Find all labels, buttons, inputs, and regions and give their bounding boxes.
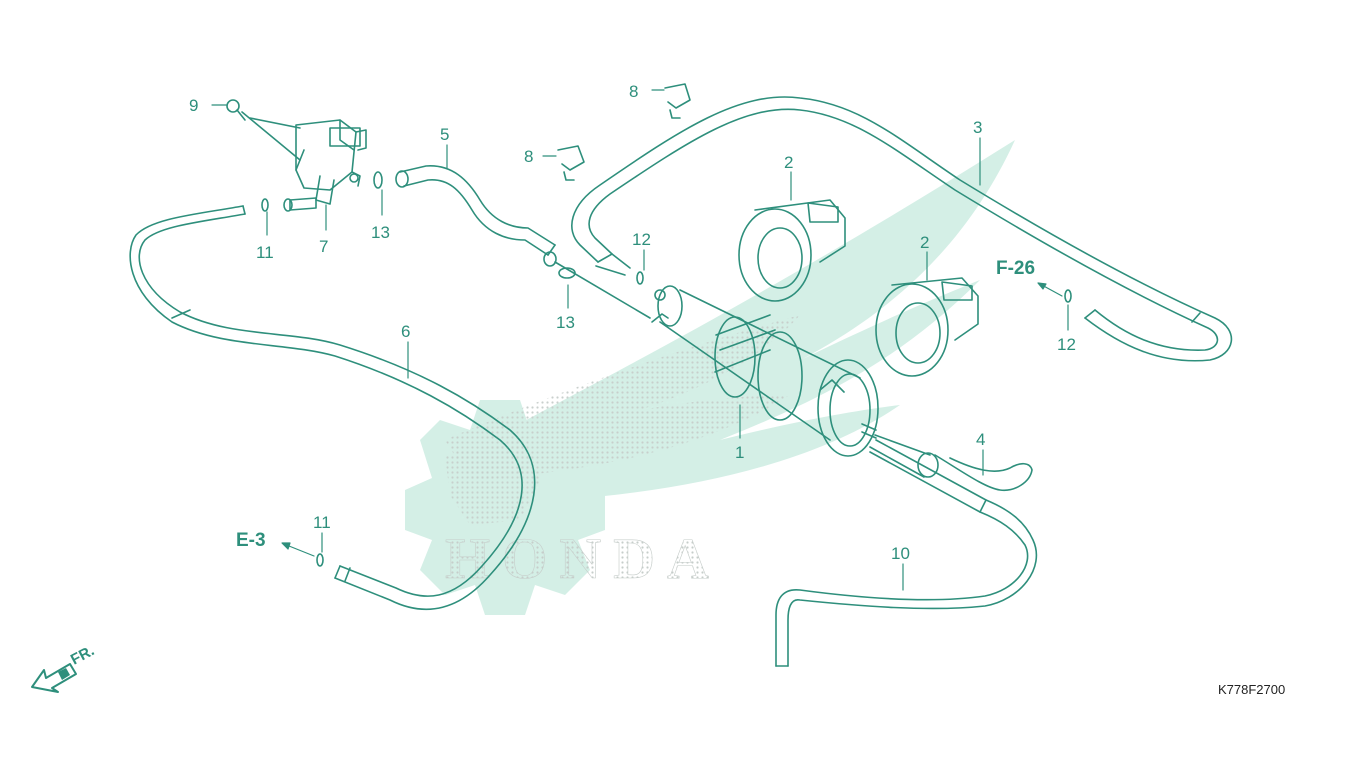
band-2-upper: [738, 199, 846, 302]
ref-f26[interactable]: F-26: [996, 258, 1035, 279]
watermark-dots-wing: [445, 315, 800, 480]
callout-12-right[interactable]: 12: [1057, 335, 1076, 354]
callout-4[interactable]: 4: [976, 430, 985, 449]
callout-8-upper[interactable]: 8: [629, 82, 638, 101]
diagram-code: K778F2700: [1218, 682, 1285, 697]
tube-4: [869, 434, 1033, 492]
callout-6[interactable]: 6: [401, 322, 410, 341]
callout-2-upper[interactable]: 2: [784, 153, 793, 172]
callout-13-lower[interactable]: 13: [556, 313, 575, 332]
front-arrow-icon: [31, 663, 77, 693]
clip-11-upper: [261, 198, 269, 212]
tube-5: [395, 165, 651, 319]
callout-13-upper[interactable]: 13: [371, 223, 390, 242]
watermark-brand-text: HONDA: [445, 526, 721, 591]
callout-11-lower[interactable]: 11: [313, 513, 331, 532]
band-2-lower: [875, 277, 979, 377]
screw-9: [226, 99, 246, 121]
clip-11-lower: [316, 553, 324, 567]
solenoid-valve-7: [241, 111, 367, 212]
callout-7[interactable]: 7: [319, 237, 328, 256]
ref-arrow-e3: [281, 542, 315, 557]
callout-9[interactable]: 9: [189, 96, 198, 115]
honda-watermark: HONDA: [405, 140, 1015, 615]
front-direction-arrow: FR.: [31, 642, 97, 693]
clip-8-upper: [664, 83, 691, 119]
tube-6: [129, 205, 536, 610]
tube-3: [571, 96, 1233, 362]
ref-e3[interactable]: E-3: [236, 530, 266, 551]
clip-12-upper: [636, 271, 644, 285]
clip-12-right: [1064, 289, 1072, 303]
clip-8-lower: [557, 145, 585, 181]
callout-5[interactable]: 5: [440, 125, 449, 144]
callout-11-upper[interactable]: 11: [256, 243, 274, 262]
tube-10: [775, 439, 1038, 667]
canister-1: [651, 285, 879, 457]
front-marker-label: FR.: [68, 642, 97, 668]
callout-2-lower[interactable]: 2: [920, 233, 929, 252]
callout-8-lower[interactable]: 8: [524, 147, 533, 166]
ref-arrow-f26: [1037, 282, 1063, 297]
callout-12-upper[interactable]: 12: [632, 230, 651, 249]
clip-13-upper: [373, 171, 383, 189]
clip-13-lower: [558, 267, 576, 279]
leader-lines: [211, 89, 1069, 591]
callout-10[interactable]: 10: [891, 544, 910, 563]
callout-3[interactable]: 3: [973, 118, 982, 137]
callout-1[interactable]: 1: [735, 443, 744, 462]
